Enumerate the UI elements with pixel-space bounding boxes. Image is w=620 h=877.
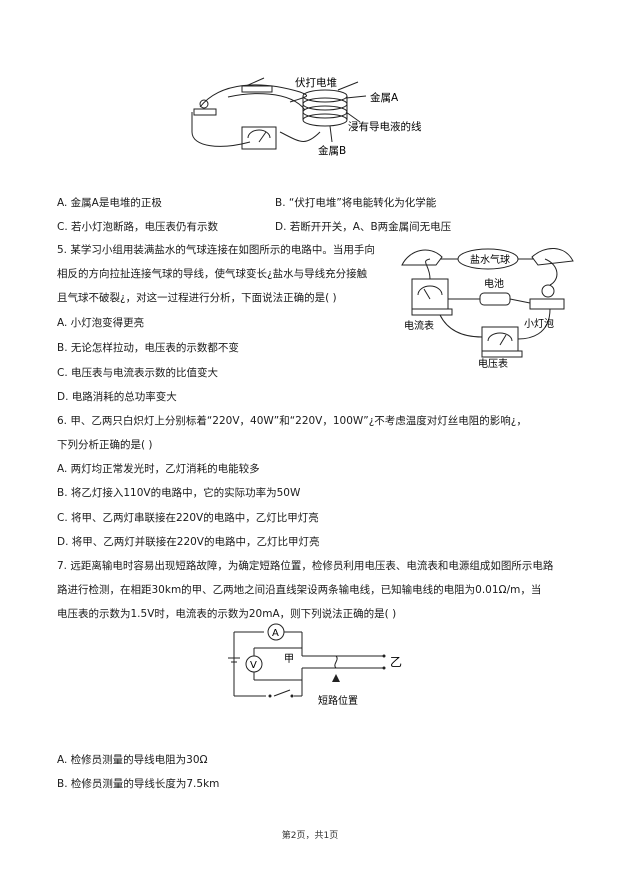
metal-b-label: 金属B (318, 144, 346, 157)
q6-option-c: C. 将甲、乙两灯串联接在220V的电路中，乙灯比甲灯亮 (57, 512, 319, 524)
voltmeter-symbol: V (250, 660, 257, 671)
q4-option-d: D. 若断开开关，A、B两金属间无电压 (275, 221, 452, 233)
q6-option-d: D. 将甲、乙两灯并联接在220V的电路中，乙灯比甲灯亮 (57, 536, 320, 548)
q5-option-a: A. 小灯泡变得更亮 (57, 317, 145, 329)
q6-option-a: A. 两灯均正常发光时，乙灯消耗的电能较多 (57, 463, 260, 475)
q5-stem-line3: 且气球不破裂¿，对这一过程进行分析，下面说法正确的是( ) (57, 292, 337, 304)
q5-stem-line1: 5. 某学习小组用装满盐水的气球连接在如图所示的电路中。当用手向 (57, 244, 375, 256)
location-jia: 甲 (284, 654, 294, 665)
short-circuit-figure: A V 甲 乙 短路位置 (228, 623, 402, 707)
q5-option-d: D. 电路消耗的总功率变大 (57, 391, 177, 403)
voltmeter-label: 电压表 (478, 357, 508, 370)
q6-option-b: B. 将乙灯接入110V的电路中，它的实际功率为50W (57, 487, 301, 499)
q4-option-c: C. 若小灯泡断路，电压表仍有示数 (57, 221, 219, 233)
volta-pile-figure: 伏打电堆 金属A 浸有导电液的线 金属B (191, 76, 422, 157)
pile-label: 伏打电堆 (295, 76, 337, 89)
q7-option-a: A. 检修员测量的导线电阻为30Ω (57, 754, 208, 766)
ammeter-symbol: A (272, 628, 279, 639)
q5-option-b: B. 无论怎样拉动，电压表的示数都不变 (57, 342, 239, 354)
balloon-circuit-figure: 盐水气球 电池 电流表 小灯泡 电压表 (401, 248, 574, 370)
q4-option-b: B. “伏打电堆”将电能转化为化学能 (275, 197, 437, 209)
q4-option-a: A. 金属A是电堆的正极 (57, 197, 162, 209)
soaked-line-label: 浸有导电液的线 (348, 120, 422, 133)
location-yi: 乙 (390, 655, 402, 669)
balloon-label: 盐水气球 (470, 253, 510, 266)
battery-label: 电池 (484, 277, 504, 290)
q7-stem-line2: 路进行检测，在相距30km的甲、乙两地之间沿直线架设两条输电线，已知输电线的电阻… (57, 584, 542, 596)
lamp-label: 小灯泡 (524, 317, 554, 330)
q5-option-c: C. 电压表与电流表示数的比值变大 (57, 367, 219, 379)
metal-a-label: 金属A (370, 91, 399, 104)
page-footer: 第2页，共1页 (281, 831, 339, 841)
q7-stem-line1: 7. 远距离输电时容易出现短路故障，为确定短路位置，检修员利用电压表、电流表和电… (57, 560, 554, 572)
short-position-label: 短路位置 (318, 694, 358, 707)
q6-stem-line2: 下列分析正确的是( ) (57, 439, 153, 451)
q7-option-b: B. 检修员测量的导线长度为7.5km (57, 778, 220, 790)
q6-stem-line1: 6. 甲、乙两只白炽灯上分别标着“220V，40W”和“220V，100W”¿不… (57, 415, 527, 427)
ammeter-label: 电流表 (404, 319, 434, 332)
q7-stem-line3: 电压表的示数为1.5V时，电流表的示数为20mA，则下列说法正确的是( ) (57, 608, 397, 620)
q5-stem-line2: 相反的方向拉扯连接气球的导线，使气球变长¿盐水与导线充分接触 (57, 268, 368, 280)
